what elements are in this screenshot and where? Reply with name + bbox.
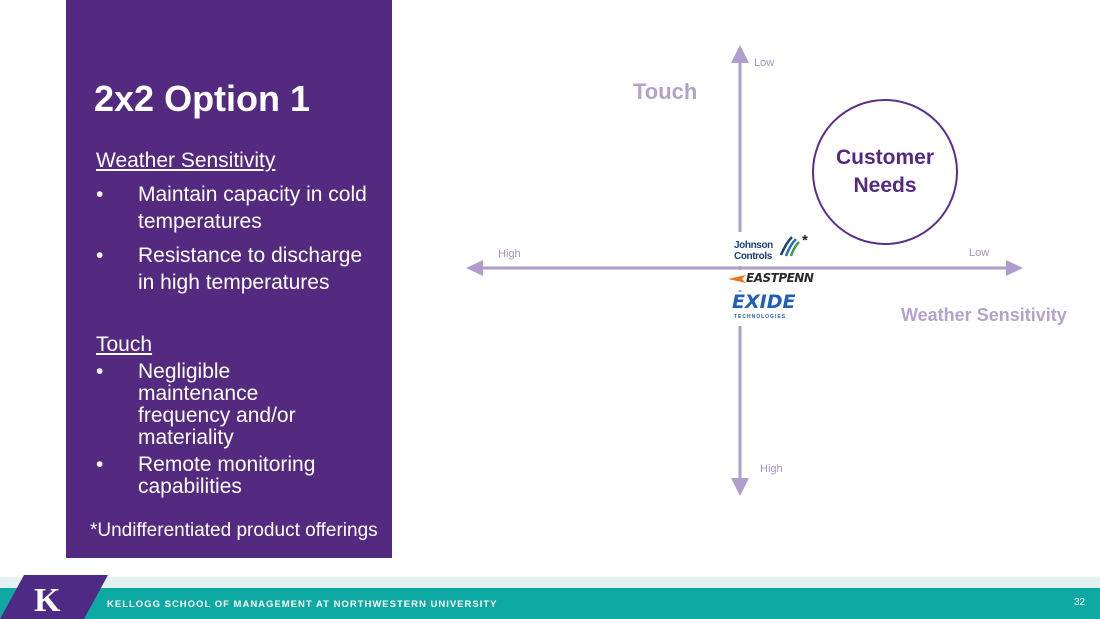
exide-wordmark: EXIDE xyxy=(732,291,796,313)
customer-needs-label: Customer Needs xyxy=(835,146,935,197)
x-axis-right-label: Low xyxy=(969,247,990,259)
y-axis-top-arrowhead xyxy=(731,45,749,63)
y-axis-top-label: Low xyxy=(754,57,775,69)
johnson-controls-line1: Johnson xyxy=(734,240,773,251)
panel-title: 2x2 Option 1 xyxy=(94,78,311,119)
footer-institution-text: KELLOGG SCHOOL OF MANAGEMENT AT NORTHWES… xyxy=(107,599,498,610)
x-axis-left-label: High xyxy=(498,248,521,260)
bullet-item: • Remote monitoring capabilities xyxy=(96,454,376,498)
y-axis-title: Touch xyxy=(633,79,698,104)
bullet-text: Maintain capacity in cold temperatures xyxy=(138,183,367,233)
y-axis-bottom-label: High xyxy=(760,463,783,475)
bullet-text: Negligible maintenance frequency and/or … xyxy=(138,360,296,449)
kellogg-k-logo: K xyxy=(0,575,108,619)
bullet-dot: • xyxy=(96,453,104,476)
johnson-controls-mark-icon xyxy=(779,236,800,257)
bullet-item: • Resistance to discharge in high temper… xyxy=(96,242,376,296)
johnson-controls-wordmark: Johnson Controls xyxy=(734,240,773,262)
bullet-text: Remote monitoring capabilities xyxy=(138,453,316,498)
x-axis-right-arrowhead xyxy=(1006,260,1023,276)
weather-sensitivity-heading: Weather Sensitivity xyxy=(96,149,276,172)
footnote: *Undifferentiated product offerings xyxy=(90,520,378,541)
x-axis-left-arrowhead xyxy=(466,260,483,276)
exide-logo: EXIDE TECHNOLOGIES xyxy=(726,291,812,326)
bullet-dot: • xyxy=(96,360,104,383)
bullet-item: • Maintain capacity in cold temperatures xyxy=(96,181,376,235)
left-panel: 2x2 Option 1 Weather Sensitivity • Maint… xyxy=(66,0,392,558)
touch-heading: Touch xyxy=(96,333,153,356)
eastpenn-wordmark: EASTPENN xyxy=(746,271,814,285)
footer-strip xyxy=(0,577,1100,588)
eastpenn-swoosh-icon xyxy=(728,275,746,283)
y-axis-bottom-arrowhead xyxy=(731,478,749,496)
johnson-controls-line2: Controls xyxy=(734,251,772,262)
footer-bar xyxy=(0,588,1100,619)
customer-needs-circle: Customer Needs xyxy=(812,99,958,245)
x-axis-title: Weather Sensitivity xyxy=(901,305,1067,325)
eastpenn-logo: EASTPENN xyxy=(726,270,814,290)
johnson-controls-logo: Johnson Controls xyxy=(728,232,808,266)
johnson-controls-asterisk: * xyxy=(802,232,808,249)
bullet-dot: • xyxy=(96,183,104,206)
slide-number: 32 xyxy=(1074,597,1086,608)
bullet-item: • Negligible maintenance frequency and/o… xyxy=(96,361,376,449)
bullet-dot: • xyxy=(96,244,104,267)
exide-subtitle: TECHNOLOGIES xyxy=(734,314,787,320)
kellogg-logo-letter: K xyxy=(34,582,61,619)
bullet-text: Resistance to discharge in high temperat… xyxy=(138,244,363,294)
